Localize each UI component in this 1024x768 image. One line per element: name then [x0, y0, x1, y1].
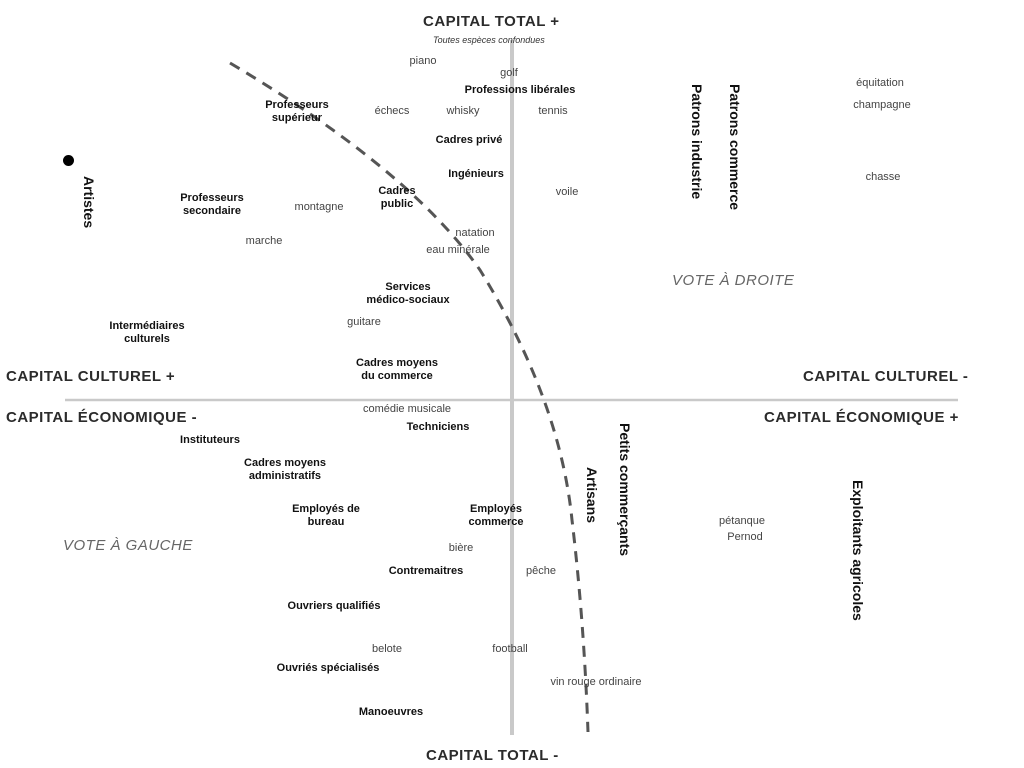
practice-belote: belote: [372, 643, 402, 655]
group-exploitants-agricoles: Exploitants agricoles: [850, 480, 866, 621]
group-contremaitres: Contremaitres: [388, 565, 464, 577]
practice-comedie-musicale: comédie musicale: [362, 403, 452, 415]
vote-gauche-label: VOTE À GAUCHE: [63, 537, 193, 554]
practice-natation: natation: [455, 227, 495, 239]
group-cadres-moyens-commerce: Cadres moyens du commerce: [356, 357, 438, 382]
group-petits-commercants: Petits commerçants: [617, 423, 633, 557]
group-patrons-commerce: Patrons commerce: [727, 84, 743, 211]
group-employes-commerce: Employés commerce: [468, 503, 524, 528]
group-patrons-industrie: Patrons industrie: [689, 84, 705, 200]
practice-voile: voile: [555, 186, 579, 198]
group-cadres-public: Cadres public: [378, 185, 416, 210]
pole-capital-culturel-minus: CAPITAL CULTUREL -: [803, 368, 969, 385]
bullet-dot: [63, 155, 74, 166]
practice-piano: piano: [409, 55, 437, 67]
group-professeurs-secondaire: Professeurs secondaire: [180, 192, 244, 217]
pole-capital-total-minus: CAPITAL TOTAL -: [426, 747, 559, 764]
practice-tennis: tennis: [538, 105, 568, 117]
pole-capital-total-subtitle: Toutes espèces confondues: [433, 35, 545, 45]
group-artisans: Artisans: [584, 467, 600, 524]
group-instituteurs: Instituteurs: [180, 434, 240, 446]
practice-guitare: guitare: [347, 316, 381, 328]
pole-capital-culturel-plus: CAPITAL CULTUREL +: [6, 368, 176, 385]
vote-divider-curve: [229, 61, 590, 733]
pole-capital-total-plus: CAPITAL TOTAL +: [423, 13, 560, 30]
group-professeurs-superieur: Professeurs supérieur: [265, 99, 329, 124]
group-ingenieurs: Ingénieurs: [448, 168, 504, 180]
group-intermediaires-culturels: Intermédiaires culturels: [109, 320, 185, 345]
practice-echecs: échecs: [374, 105, 410, 117]
group-services-medico-sociaux: Services médico-sociaux: [366, 281, 450, 306]
group-cadres-moyens-administratifs: Cadres moyens administratifs: [244, 457, 326, 482]
group-manoeuvres: Manoeuvres: [358, 706, 424, 718]
practice-whisky: whisky: [446, 105, 480, 117]
practice-peche: pêche: [526, 565, 556, 577]
practice-montagne: montagne: [294, 201, 344, 213]
practice-pernod: Pernod: [727, 531, 763, 543]
practice-champagne: champagne: [853, 99, 911, 111]
practice-marche: marche: [245, 235, 283, 247]
practice-eau-minerale: eau minérale: [426, 244, 490, 256]
practice-petanque: pétanque: [719, 515, 765, 527]
pole-capital-economique-plus: CAPITAL ÉCONOMIQUE +: [764, 409, 959, 426]
group-ouvriers-specialises: Ouvriés spécialisés: [276, 662, 380, 674]
practice-biere: bière: [448, 542, 474, 554]
group-artistes: Artistes: [81, 176, 97, 229]
practice-chasse: chasse: [865, 171, 901, 183]
practice-football: football: [492, 643, 528, 655]
practice-golf: golf: [500, 67, 518, 79]
group-employes-bureau: Employés de bureau: [292, 503, 360, 528]
group-professions-liberales: Professions libérales: [464, 84, 576, 96]
practice-vin-rouge-ordinaire: vin rouge ordinaire: [550, 676, 642, 688]
pole-capital-economique-minus: CAPITAL ÉCONOMIQUE -: [6, 409, 198, 426]
vote-droite-label: VOTE À DROITE: [672, 272, 795, 289]
group-techniciens: Techniciens: [406, 421, 470, 433]
practice-equitation: équitation: [856, 77, 904, 89]
group-ouvriers-qualifies: Ouvriers qualifiés: [287, 600, 381, 612]
group-cadres-prive: Cadres privé: [435, 134, 503, 146]
